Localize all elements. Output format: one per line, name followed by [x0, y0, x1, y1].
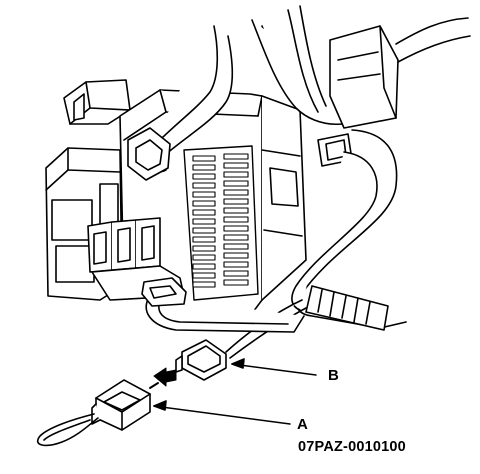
lower-relay-sockets	[87, 217, 185, 301]
fuse-slots	[192, 153, 249, 288]
callout-label-a: A	[297, 416, 308, 433]
callout-label-b: B	[328, 367, 339, 384]
wire-harness-top	[127, 5, 471, 181]
connector-a	[37, 379, 151, 447]
insert-direction-arrow	[149, 367, 177, 389]
relay-block-left	[45, 79, 131, 301]
right-panel	[261, 95, 307, 301]
connector-b	[175, 339, 227, 381]
leader-line-a	[153, 400, 291, 425]
figure-code: 07PAZ-0010100	[298, 439, 406, 455]
leader-line-b	[231, 358, 317, 376]
bottom-box-connector	[141, 277, 187, 307]
wire-harness-main	[145, 129, 407, 359]
